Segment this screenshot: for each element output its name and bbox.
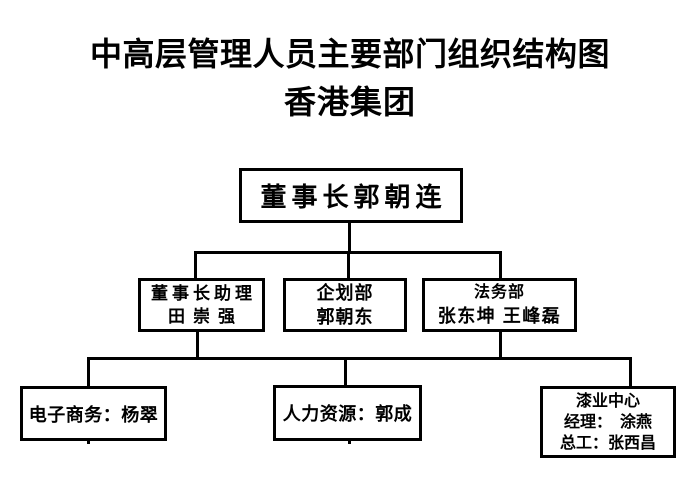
node-chairman-assistant: 董事长助理 田崇强 (138, 278, 265, 332)
node-planning-dept-title: 企划部 (316, 283, 374, 303)
connector-assistant-down (196, 332, 199, 357)
node-legal-dept-persons: 张东坤 王峰磊 (437, 306, 562, 326)
node-planning-dept-person: 郭朝东 (316, 307, 374, 327)
node-paint-center: 漆业中心 经理： 涂燕 总工：张西昌 (540, 386, 676, 458)
tick-below-hr (348, 441, 351, 444)
node-chairman-assistant-title: 董事长助理 (151, 284, 256, 303)
tick-below-ecommerce (87, 441, 90, 444)
connector-drop-assistant (194, 254, 197, 278)
connector-level2-horizontal (194, 251, 502, 254)
chart-title-line-1: 中高层管理人员主要部门组织结构图 (89, 36, 610, 72)
connector-drop-paint-center (629, 360, 632, 386)
node-legal-dept: 法务部 张东坤 王峰磊 (422, 278, 577, 332)
node-legal-dept-title: 法务部 (473, 284, 525, 301)
node-chairman-assistant-person: 田崇强 (168, 307, 243, 326)
node-hr: 人力资源：郭成 (273, 385, 422, 441)
connector-drop-planning (347, 254, 350, 278)
connector-level3-horizontal (87, 357, 632, 360)
connector-drop-legal (499, 254, 502, 278)
node-paint-center-manager: 经理： 涂燕 (563, 413, 652, 431)
connector-drop-ecommerce (87, 360, 90, 386)
node-ecommerce: 电子商务：杨翠 (20, 386, 167, 441)
node-planning-dept: 企划部 郭朝东 (283, 278, 407, 332)
connector-root-down (348, 222, 351, 253)
node-paint-center-chief-engineer: 总工：张西昌 (559, 434, 656, 452)
node-ecommerce-label: 电子商务：杨翠 (28, 404, 159, 425)
node-hr-label: 人力资源：郭成 (282, 404, 413, 424)
connector-drop-hr (344, 360, 347, 385)
node-paint-center-title: 漆业中心 (575, 392, 640, 410)
chart-title-line-2: 香港集团 (283, 84, 416, 120)
node-chairman: 董事长郭朝连 (239, 168, 463, 223)
node-chairman-label: 董事长郭朝连 (260, 182, 447, 212)
connector-legal-down (499, 331, 502, 357)
chart-title: 中高层管理人员主要部门组织结构图 香港集团 (0, 30, 700, 126)
